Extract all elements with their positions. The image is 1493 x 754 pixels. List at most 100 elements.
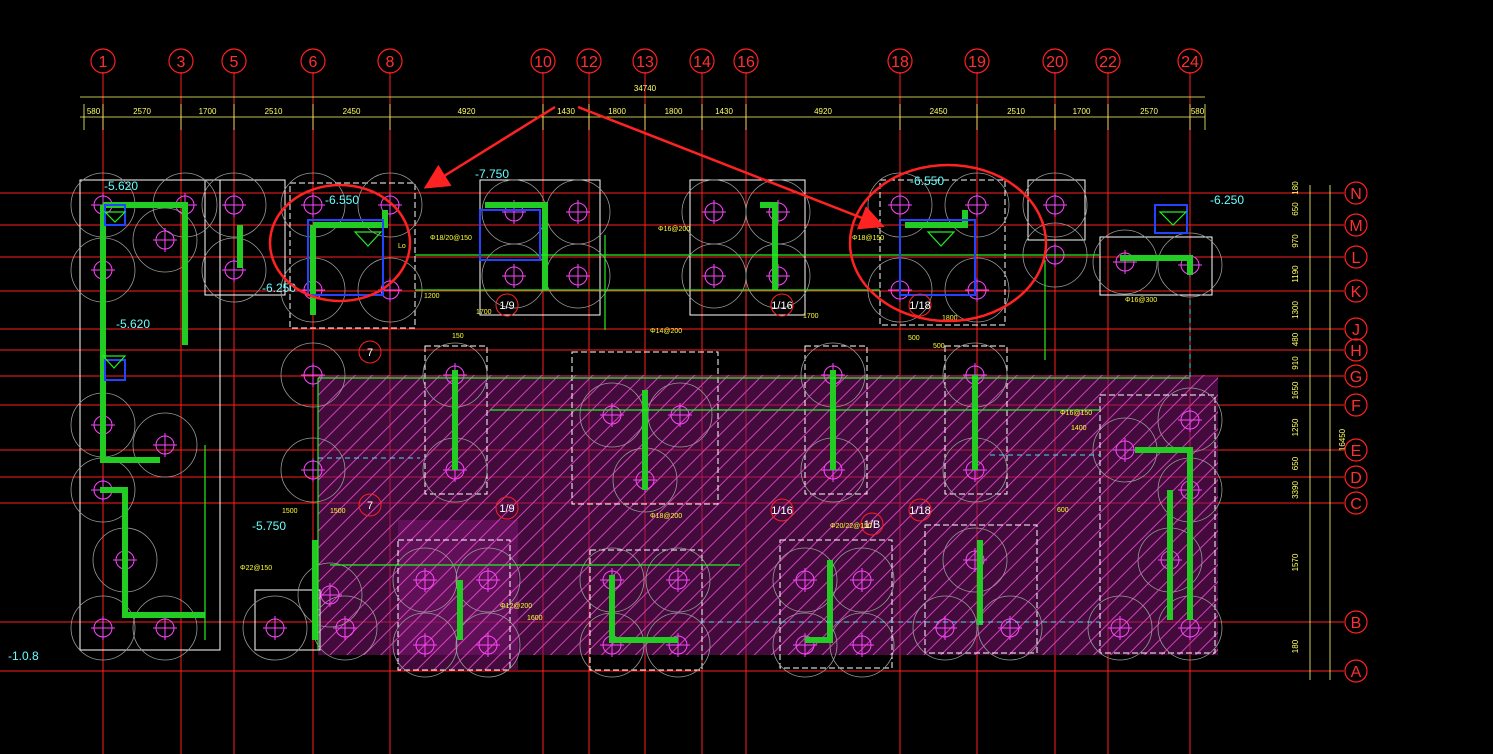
pile-62: [829, 612, 895, 678]
top-dim-label-1: 2570: [133, 107, 151, 116]
right-dim-label-11: 1570: [1291, 553, 1300, 571]
cap-outline-16: [254, 589, 321, 651]
elevation-label-2: -6.550: [325, 193, 359, 207]
highlight-ellipse-right: [848, 163, 1048, 323]
right-total-label: 16450: [1338, 428, 1347, 451]
sub-axis-label-2: 7: [367, 347, 373, 359]
pile-outer-ring: [772, 547, 838, 613]
cap-outline-9: [804, 345, 868, 495]
sump-1: [307, 219, 384, 296]
top-dim-label-14: 2570: [1140, 107, 1158, 116]
axis-bubble-H: [1344, 338, 1368, 362]
sub-axis-bubble-8: [908, 498, 932, 522]
pile-outer-ring: [1092, 229, 1158, 295]
sub-axis-bubble-1: [495, 293, 519, 317]
pile-outer-ring: [1157, 232, 1223, 298]
axis-bubble-N: [1344, 181, 1368, 205]
axis-bubble-20: [1042, 48, 1068, 74]
pile-27: [132, 412, 198, 478]
cap-outline-15: [397, 539, 511, 671]
right-dim-label-9: 650: [1291, 456, 1300, 470]
axis-bubble-14: [689, 48, 715, 74]
cap-outline-7: [571, 351, 719, 505]
rebar-callouts: Φ18/20@150 Φ16@200 Φ18@150 Φ14@200 Φ16@1…: [240, 226, 1157, 610]
axis-bubble-8: [377, 48, 403, 74]
rebar-callout-3: Φ18@150: [852, 235, 884, 242]
top-dim-label-8: 1800: [665, 107, 683, 116]
top-dim-label-3: 2510: [265, 107, 283, 116]
cap-outline-4: [689, 179, 806, 316]
cap-outline-6: [1099, 236, 1213, 296]
sub-axis-bubble-9: [860, 512, 884, 536]
rebar-callout-4: Φ14@200: [650, 328, 682, 335]
axis-bubble-3: [168, 48, 194, 74]
annotation-10: 1400: [1071, 425, 1087, 432]
top-dim-label-5: 4920: [458, 107, 476, 116]
top-dim-label-13: 1700: [1073, 107, 1091, 116]
top-dim-label-9: 1430: [715, 107, 733, 116]
pile-65: [977, 595, 1043, 661]
pile-49: [1087, 595, 1153, 661]
axis-label-F: F: [1351, 398, 1361, 415]
sub-axis-label-7: 1/18: [909, 300, 930, 312]
right-dim-label-2: 970: [1291, 234, 1300, 248]
elevation-label-7: -6.250: [262, 281, 296, 295]
pile-outer-ring: [772, 612, 838, 678]
axis-bubble-A: [1344, 659, 1368, 683]
wall-9: [1120, 255, 1193, 275]
walls: [100, 202, 1193, 643]
axis-bubble-E: [1344, 438, 1368, 462]
pile-outer-ring: [829, 612, 895, 678]
top-dim-label-2: 1700: [199, 107, 217, 116]
sub-axis-label-9: 1/B: [864, 519, 881, 531]
top-dim-label-0: 580: [87, 107, 101, 116]
axis-bubble-M: [1344, 213, 1368, 237]
wall-15: [1135, 447, 1193, 620]
axis-label-22: 22: [1099, 54, 1117, 71]
top-dimension-ticks: [83, 104, 1206, 130]
highlight-markup: [268, 105, 1048, 323]
annotation-3: 1700: [476, 309, 492, 316]
right-dim-label-0: 180: [1291, 181, 1300, 195]
axis-label-5: 5: [230, 54, 239, 71]
pile-outer-ring: [132, 595, 198, 661]
right-dim-label-3: 1190: [1291, 265, 1300, 283]
elevation-label-9: -1.0.8: [8, 649, 39, 663]
pile-15: [681, 243, 747, 309]
axis-label-24: 24: [1181, 54, 1199, 71]
annotation-2: 1200: [424, 293, 440, 300]
pile-4: [201, 172, 267, 238]
cap-outline-1: [79, 179, 221, 651]
pile-outer-ring: [280, 342, 346, 408]
sub-axis-bubble-6: [770, 498, 794, 522]
wall-6: [485, 202, 548, 290]
pile-outer-ring: [70, 595, 136, 661]
right-dim-label-8: 1250: [1291, 418, 1300, 436]
annotation-12: 500: [908, 335, 920, 342]
annotation-5: 1800: [942, 315, 958, 322]
pile-outer-ring: [357, 172, 423, 238]
top-dim-label-15: 580: [1191, 107, 1205, 116]
highlight-ellipse-left: [268, 183, 412, 303]
pile-outer-ring: [944, 172, 1010, 238]
right-dim-label-12: 180: [1291, 639, 1300, 653]
wall-7: [760, 202, 778, 290]
axis-bubble-J: [1344, 317, 1368, 341]
right-dim-label-6: 910: [1291, 356, 1300, 370]
pile-outer-ring: [942, 527, 1008, 593]
pile-outer-ring: [645, 547, 711, 613]
wall-2: [100, 205, 160, 463]
axis-label-19: 19: [968, 54, 986, 71]
axis-label-6: 6: [309, 54, 318, 71]
rebar-callout-8: Φ16@300: [1125, 297, 1157, 304]
axis-label-L: L: [1352, 250, 1361, 267]
axis-label-20: 20: [1046, 54, 1064, 71]
sump-symbols: [104, 204, 1188, 381]
sub-axis-bubble-5: [770, 293, 794, 317]
pile-21: [944, 257, 1010, 323]
cap-outline-14: [589, 549, 703, 671]
rebar-callout-6: Φ20/22@150: [830, 523, 872, 530]
pile-5: [201, 237, 267, 303]
